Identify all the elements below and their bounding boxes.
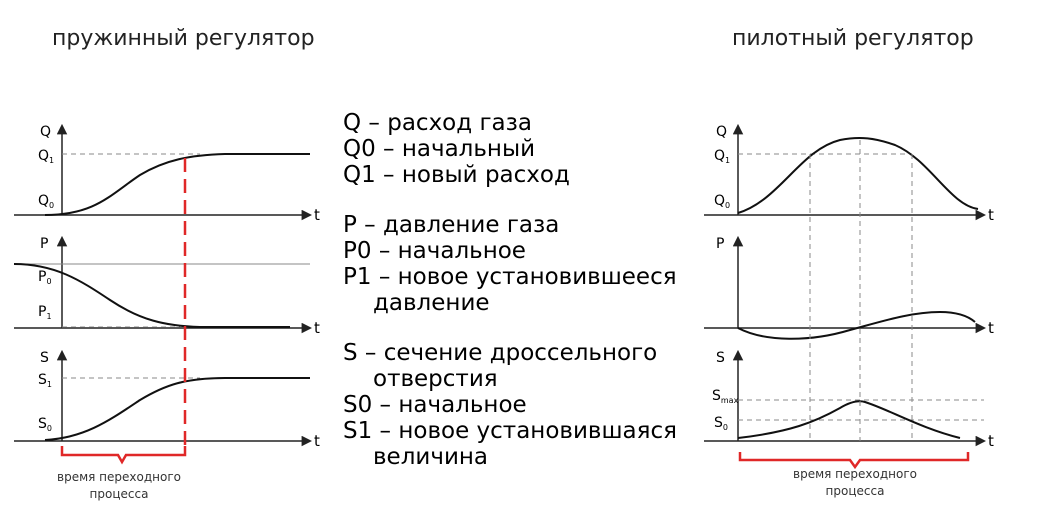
left-red-bracket [60,446,187,465]
caption-right-line1: время переходного [793,467,917,481]
legend-q1: Q1 – новый расход [343,162,570,188]
caption-left: время переходного процесса [34,469,204,503]
legend-s-cont: отверстия [373,366,498,392]
legend-p1: P1 – новое установившееся [343,264,677,290]
left-s-graph: S S1 S0 t [14,349,320,450]
caption-right-line2: процесса [825,484,885,498]
right-q-label: Q [716,124,727,140]
legend-s: S – сечение дроссельного [343,340,658,366]
left-q-t-label: t [314,206,320,224]
left-s0-label: S0 [38,416,52,433]
left-p-t-label: t [314,319,320,337]
right-q-graph: Q Q1 Q0 t [704,123,994,224]
left-s1-label: S1 [38,372,52,389]
right-q1-label: Q1 [714,148,730,165]
right-s-label: S [716,350,725,366]
legend-q: Q – расход газа [343,110,532,136]
right-p-label: P [716,236,724,252]
right-p-t-label: t [988,319,994,337]
legend-s1: S1 – новое установившаяся [343,418,677,444]
left-s-label: S [40,350,49,366]
right-s-graph: S Smax S0 t [704,349,994,450]
left-p-label: P [40,236,48,252]
left-p-graph: P P0 P1 t [13,235,320,337]
left-p0-label: P0 [38,269,52,286]
left-q-label: Q [40,124,51,140]
right-s-t-label: t [988,432,994,450]
right-s-curve [737,400,961,439]
legend-p1-cont: давление [373,290,490,316]
left-q-graph: Q Q1 Q0 t [14,123,320,224]
title-pilot-regulator: пилотный регулятор [732,26,974,51]
caption-left-line2: процесса [89,487,149,501]
legend-q0: Q0 – начальный [343,136,536,162]
left-q1-label: Q1 [38,148,54,165]
legend: Q – расход газа Q0 – начальный Q1 – новы… [343,110,677,470]
right-p-curve [737,310,976,340]
left-graphs: Q Q1 Q0 t P P0 P1 t S S1 S0 t [13,123,320,465]
legend-s1-cont: величина [373,444,489,470]
right-q0-label: Q0 [714,193,730,210]
title-spring-regulator: пружинный регулятор [52,26,315,51]
left-q0-label: Q0 [38,193,54,210]
right-red-bracket [738,452,970,470]
left-s-curve [44,377,310,441]
legend-p: P – давление газа [343,212,560,238]
right-p-graph: P t [704,235,994,340]
legend-s0: S0 – начальное [343,392,527,418]
right-smax-label: Smax [712,388,739,405]
legend-p0: P0 – начальное [343,238,526,264]
caption-right: время переходного процесса [770,466,940,500]
left-p1-label: P1 [38,304,52,321]
left-s-t-label: t [314,432,320,450]
right-q-t-label: t [988,206,994,224]
right-q-curve [737,136,979,214]
caption-left-line1: время переходного [57,470,181,484]
right-graphs: Q Q1 Q0 t P t S Smax S0 t [704,123,994,470]
right-s0-label: S0 [714,415,728,432]
left-q-curve [44,153,310,216]
left-p-curve [13,263,290,328]
